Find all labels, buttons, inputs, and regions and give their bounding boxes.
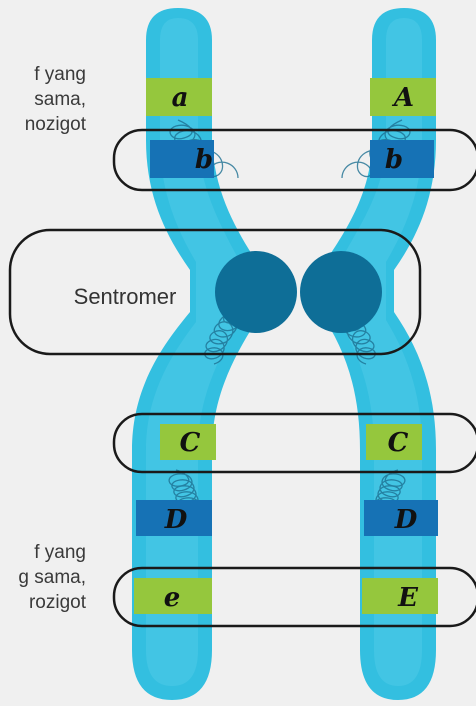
gene-right-3: C <box>388 428 409 458</box>
centromere <box>215 251 382 333</box>
gene-left-2: b <box>195 145 213 175</box>
gene-right-4: D <box>394 505 418 535</box>
gene-right-2: b <box>385 145 403 175</box>
gene-left-3: C <box>180 428 201 458</box>
centromere-left-ball <box>215 251 297 333</box>
centromere-right-ball <box>300 251 382 333</box>
gene-right-1: A <box>391 83 414 113</box>
centromere-label: Sentromer <box>74 284 177 309</box>
gene-left-4: D <box>164 505 188 535</box>
gene-left-5: e <box>164 583 181 613</box>
gene-left-1: a <box>172 83 189 113</box>
gene-right-5: E <box>397 583 419 613</box>
